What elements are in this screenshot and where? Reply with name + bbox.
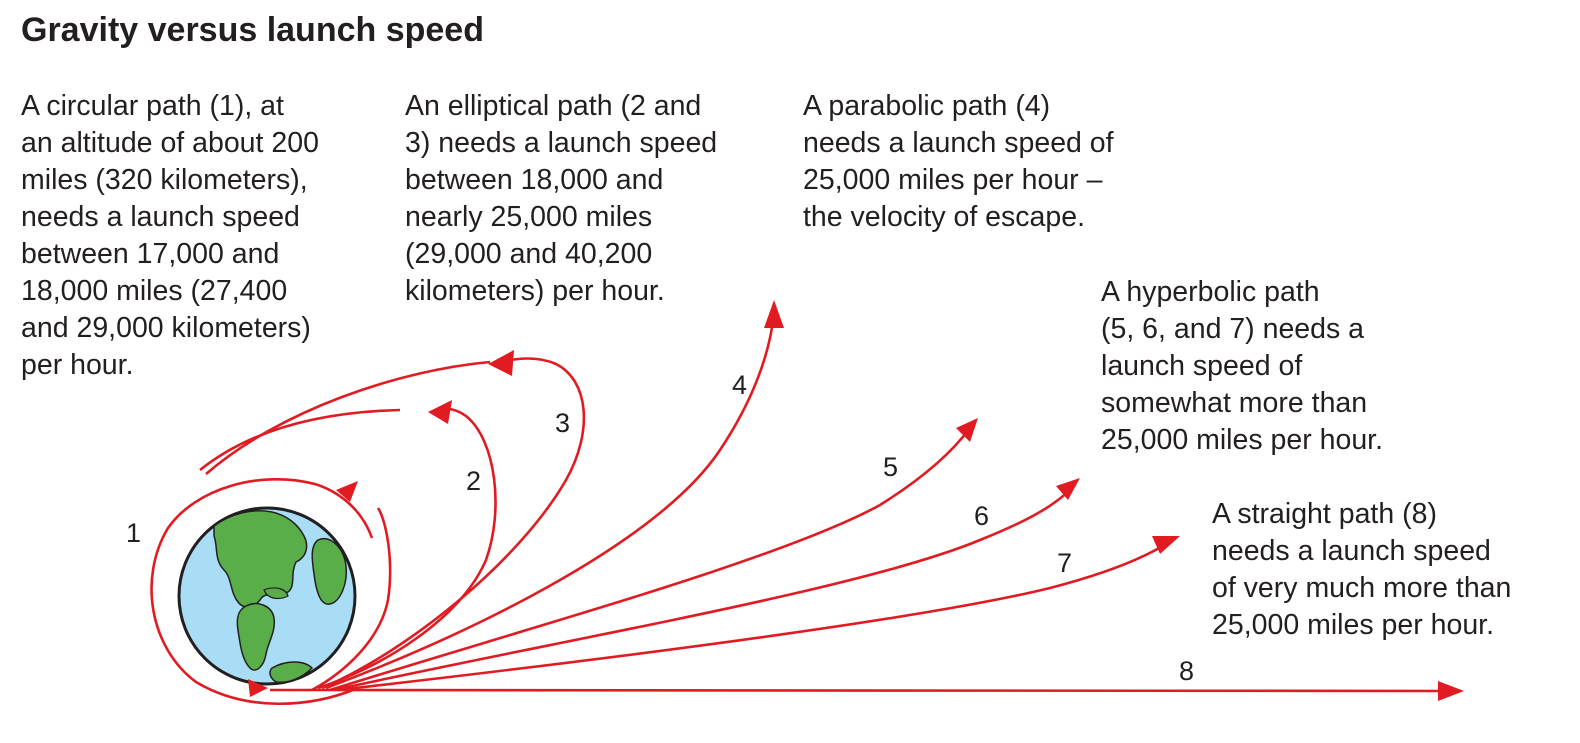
- description-line: 25,000 miles per hour.: [1212, 609, 1495, 641]
- circular-path-description: A circular path (1), at an altitude of a…: [21, 88, 319, 384]
- description-line: somewhat more than: [1101, 387, 1368, 419]
- elliptical-path-2: [199, 407, 497, 690]
- path-label-8: 8: [1179, 656, 1194, 686]
- description-line: A circular path (1), at: [21, 90, 284, 122]
- earth-continent: [236, 602, 276, 671]
- path-label-2: 2: [466, 466, 481, 496]
- path-label-7: 7: [1057, 548, 1072, 578]
- description-line: per hour.: [21, 349, 134, 381]
- arrowhead-path-1-start: [248, 679, 268, 697]
- path-label-6: 6: [974, 501, 989, 531]
- description-line: kilometers) per hour.: [405, 275, 665, 307]
- arrowhead-path-3: [488, 350, 514, 376]
- hyperbolic-path-5: [329, 427, 972, 692]
- description-line: needs a launch speed: [21, 201, 300, 233]
- description-line: the velocity of escape.: [803, 201, 1085, 233]
- hyperbolic-path-description: A hyperbolic path (5, 6, and 7) needs a …: [1101, 274, 1383, 459]
- description-line: 3) needs a launch speed: [405, 127, 718, 159]
- arrowhead-path-1: [336, 481, 358, 502]
- earth-continent: [269, 661, 314, 684]
- description-line: A hyperbolic path: [1101, 276, 1320, 308]
- page-title: Gravity versus launch speed: [21, 11, 484, 49]
- description-line: of very much more than: [1212, 572, 1512, 604]
- elliptical-path-description: An elliptical path (2 and 3) needs a lau…: [405, 88, 717, 310]
- arrowhead-path-2: [428, 400, 452, 424]
- straight-path-8: [269, 688, 1449, 693]
- description-line: between 17,000 and: [21, 238, 280, 270]
- parabolic-path-description: A parabolic path (4) needs a launch spee…: [803, 88, 1114, 236]
- description-line: an altitude of about 200: [21, 127, 319, 159]
- description-line: 18,000 miles (27,400: [21, 275, 288, 307]
- circular-path-1: [150, 478, 392, 706]
- path-label-1: 1: [126, 518, 141, 548]
- earth-continent: [213, 510, 308, 608]
- parabolic-path-4: [325, 309, 776, 690]
- description-line: A parabolic path (4): [803, 90, 1051, 122]
- hyperbolic-path-6: [333, 487, 1073, 692]
- arrowhead-path-7: [1152, 536, 1180, 554]
- elliptical-path-3: [205, 357, 586, 690]
- arrowhead-path-8: [1438, 681, 1464, 701]
- description-line: (29,000 and 40,200: [405, 238, 653, 270]
- straight-path-description: A straight path (8) needs a launch speed…: [1212, 496, 1511, 644]
- arrowhead-path-6: [1056, 478, 1080, 500]
- description-line: needs a launch speed: [1212, 535, 1491, 567]
- path-label-3: 3: [555, 408, 570, 438]
- earth-globe-icon: [177, 506, 357, 686]
- description-line: A straight path (8): [1212, 498, 1437, 530]
- hyperbolic-path-7: [337, 542, 1167, 692]
- description-line: launch speed of: [1101, 350, 1303, 382]
- earth-continent: [263, 587, 289, 600]
- description-line: between 18,000 and: [405, 164, 664, 196]
- description-line: nearly 25,000 miles: [405, 201, 653, 233]
- description-line: An elliptical path (2 and: [405, 90, 702, 122]
- arrowhead-path-4: [764, 300, 784, 328]
- path-label-4: 4: [732, 370, 747, 400]
- arrowhead-path-5: [956, 418, 978, 442]
- earth-continent: [311, 537, 348, 605]
- description-line: 25,000 miles per hour –: [803, 164, 1103, 196]
- description-line: miles (320 kilometers),: [21, 164, 308, 196]
- path-label-5: 5: [883, 452, 898, 482]
- description-line: needs a launch speed of: [803, 127, 1114, 159]
- description-line: 25,000 miles per hour.: [1101, 424, 1384, 456]
- description-line: (5, 6, and 7) needs a: [1101, 313, 1365, 345]
- description-line: and 29,000 kilometers): [21, 312, 311, 344]
